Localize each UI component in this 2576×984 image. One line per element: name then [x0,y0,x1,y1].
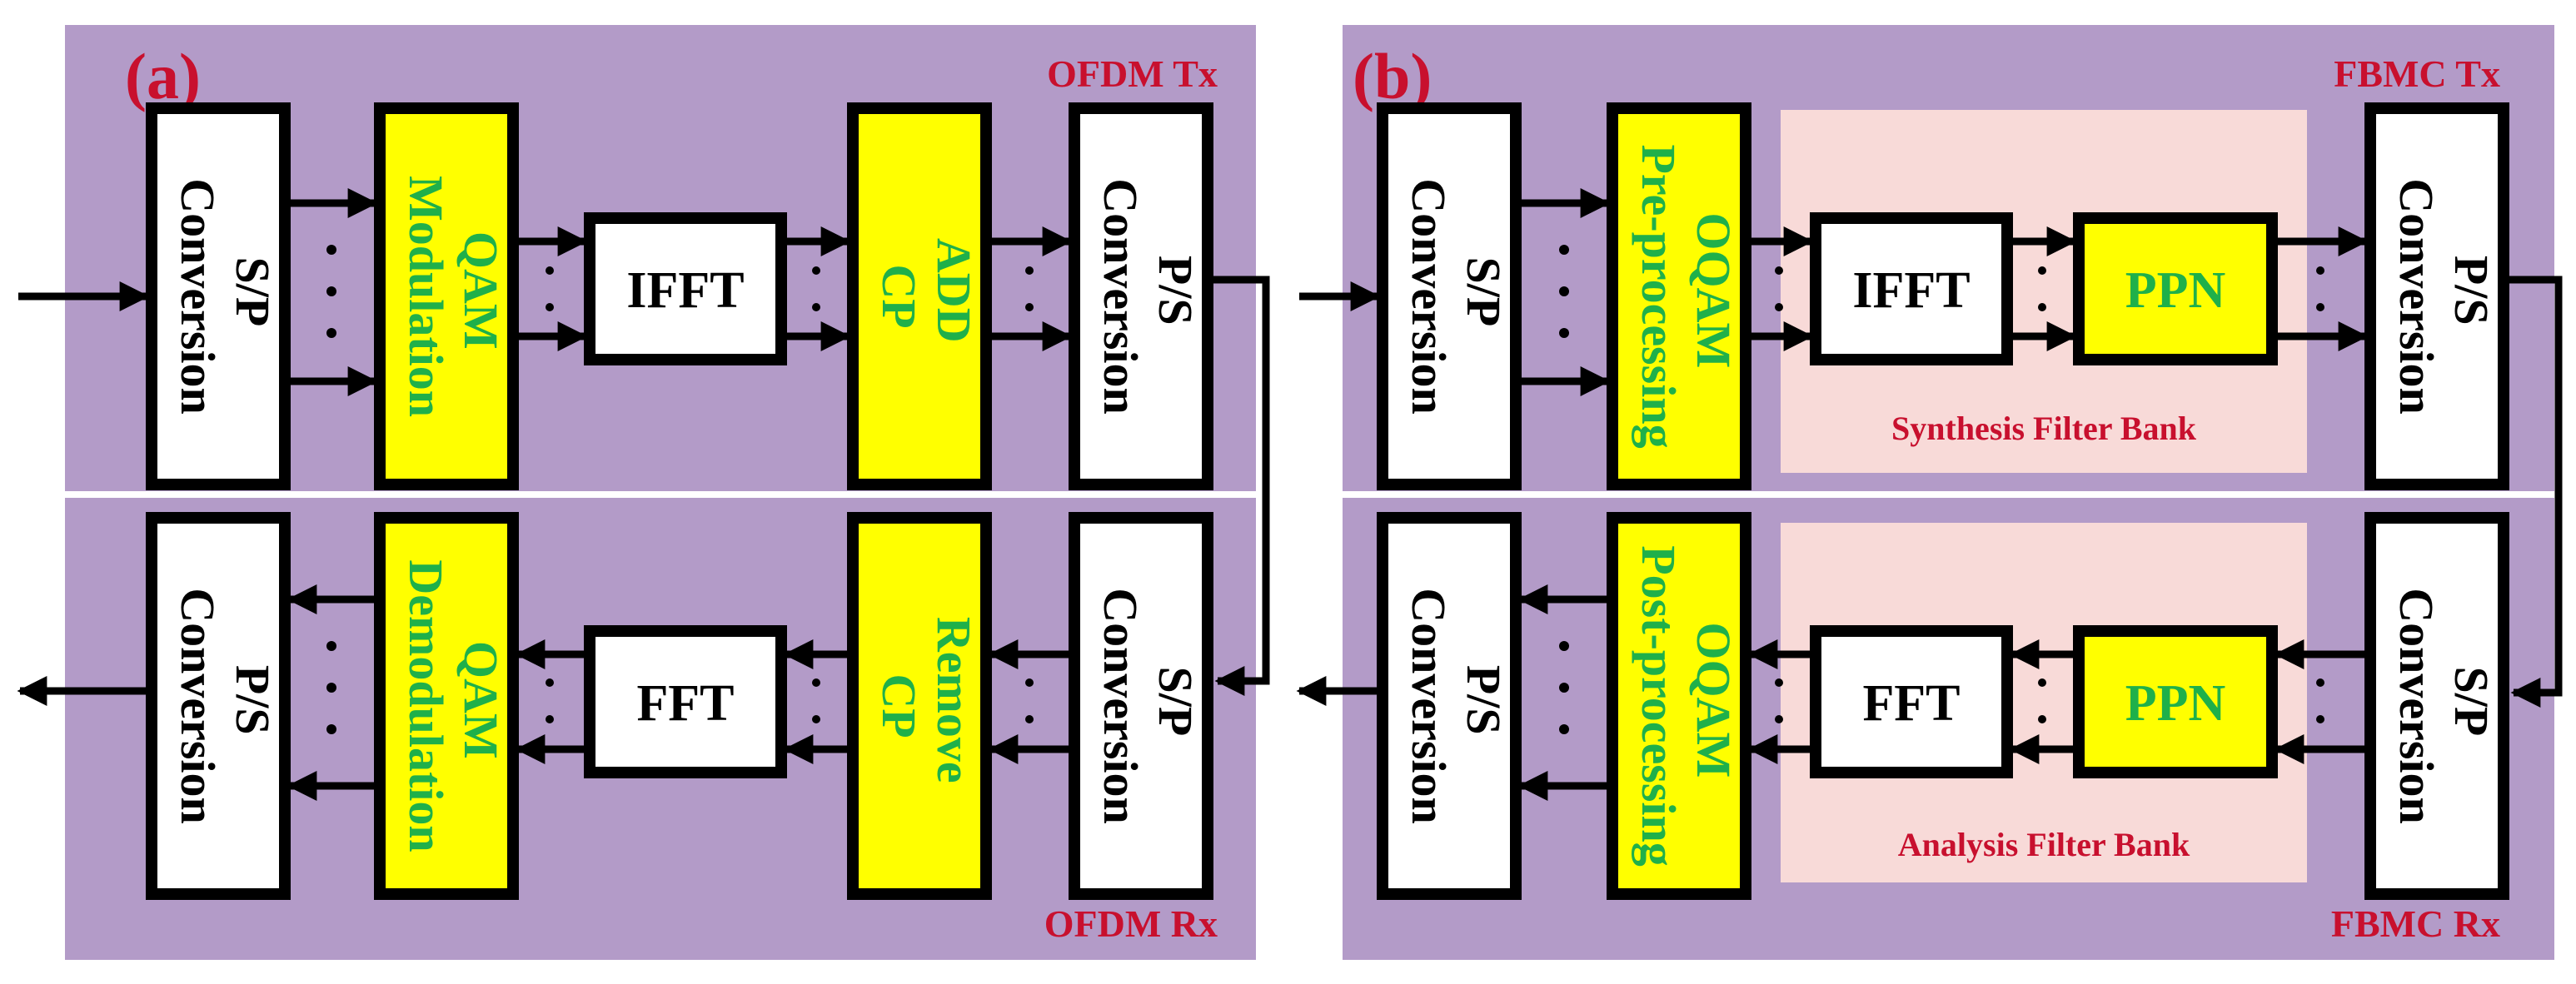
b-tx-ppn-block: PPN [2073,212,2278,365]
b-rx-ps-block: P/S Conversion [1377,512,1522,900]
b-rx-oqam-postprocessing-block: OQAM Post-processing [1607,512,1751,900]
a-rx-wiring [17,584,1069,801]
a-tx-sp-block: S/P Conversion [146,102,291,490]
svg-text:S/P Conversion: S/P Conversion [2389,588,2499,824]
svg-text:S/P Conversion: S/P Conversion [1402,178,1511,415]
a-rx-sp-line2: Conversion [1094,588,1148,824]
b-rx-ppn-block: PPN [2073,625,2278,778]
svg-text:S/P Conversion: S/P Conversion [1094,588,1203,824]
b-rx-ps-line2: Conversion [1402,588,1456,824]
svg-text:OQAM Post-processing: OQAM Post-processing [1632,545,1741,867]
a-rx-ps-line1: P/S [226,665,280,735]
a-tx-ps-line2: Conversion [1094,178,1148,415]
svg-text:P/S Conversion: P/S Conversion [2389,178,2499,415]
b-rx-sp-line2: Conversion [2389,588,2444,824]
b-tx-sp-block: S/P Conversion [1377,102,1522,490]
a-rx-qam-line2: Demodulation [399,559,453,852]
a-tx-qam-line1: QAM [454,231,508,350]
panel-b-tx-title: FBMC Tx [2334,52,2500,95]
svg-text:OQAM Pre-processing: OQAM Pre-processing [1632,144,1741,448]
b-tx-ifft-label: IFFT [1852,262,1970,319]
a-rx-qam-line1: QAM [454,641,508,759]
b-rx-oqam-line1: OQAM [1687,622,1741,778]
a-tx-qam-line2: Modulation [399,176,453,417]
a-tx-sp-line1: S/P [226,256,280,325]
a-rx-qam-demodulation-block: QAM Demodulation [374,512,519,900]
a-rx-fft-label: FFT [636,675,734,732]
b-rx-wiring [1296,584,2365,801]
svg-text:ADD CP: ADD CP [872,238,981,355]
svg-text:QAM Demodulation: QAM Demodulation [399,559,508,852]
a-rx-rmcp-line1: Remove [927,617,981,783]
panel-b: (b) FBMC Tx FBMC Rx Synthesis Filter Ban… [1296,25,2563,960]
b-tx-ifft-block: IFFT [1810,212,2013,365]
a-rx-ps-line2: Conversion [171,588,225,824]
svg-text:S/P Conversion: S/P Conversion [171,178,280,415]
panel-a-tx-title: OFDM Tx [1047,52,1218,95]
a-tx-qam-modulation-block: QAM Modulation [374,102,519,490]
b-rx-sp-block: S/P Conversion [2364,512,2509,900]
b-rx-ps-line1: P/S [1457,665,1511,735]
svg-text:P/S Conversion: P/S Conversion [171,588,280,824]
b-rx-ppn-label: PPN [2125,675,2226,732]
panel-a-tag: (a) [125,40,201,112]
b-tx-oqam-line1: OQAM [1687,212,1741,368]
a-rx-remove-cp-block: Remove CP [847,512,992,900]
b-rx-fft-block: FFT [1810,625,2013,778]
a-tx-addcp-line1: ADD [927,238,981,343]
analysis-filter-bank-label: Analysis Filter Bank [1898,826,2190,863]
a-rx-rmcp-line2: CP [872,673,926,738]
b-tx-oqam-preprocessing-block: OQAM Pre-processing [1607,102,1751,490]
a-tx-ps-block: P/S Conversion [1069,102,1213,490]
a-tx-ifft-block: IFFT [584,212,787,365]
a-tx-add-cp-block: ADD CP [847,102,992,490]
panel-a: (a) OFDM Tx OFDM Rx S/P Conversion QAM M… [17,25,1270,960]
synthesis-filter-bank-label: Synthesis Filter Bank [1891,410,2197,447]
b-rx-fft-label: FFT [1862,675,1960,732]
b-tx-ppn-label: PPN [2125,262,2226,319]
a-rx-sp-block: S/P Conversion [1069,512,1213,900]
a-rx-ps-block: P/S Conversion [146,512,291,900]
b-tx-sp-line2: Conversion [1402,178,1456,415]
panel-b-rx-title: FBMC Rx [2331,902,2500,945]
a-tx-sp-line2: Conversion [171,178,225,415]
a-rx-fft-block: FFT [584,625,787,778]
b-tx-ps-line1: P/S [2444,256,2499,326]
svg-text:Remove CP: Remove CP [872,617,981,795]
svg-text:P/S Conversion: P/S Conversion [1402,588,1511,824]
svg-text:P/S Conversion: P/S Conversion [1094,178,1203,415]
b-rx-sp-line1: S/P [2444,666,2499,734]
svg-text:QAM Modulation: QAM Modulation [399,176,508,417]
b-rx-oqam-line2: Post-processing [1632,545,1686,867]
b-tx-ps-line2: Conversion [2389,178,2444,415]
a-tx-ps-line1: P/S [1148,256,1203,326]
b-tx-sp-line1: S/P [1457,256,1511,325]
panel-b-tag: (b) [1353,40,1432,112]
b-tx-ps-block: P/S Conversion [2364,102,2509,490]
b-tx-oqam-line2: Pre-processing [1632,144,1686,448]
a-rx-sp-line1: S/P [1148,666,1203,734]
a-tx-addcp-line2: CP [872,264,926,328]
a-tx-ifft-label: IFFT [626,262,744,319]
panel-a-rx-title: OFDM Rx [1044,902,1218,945]
b-tx-wiring [1299,188,2563,708]
a-tx-wiring [18,188,1270,696]
